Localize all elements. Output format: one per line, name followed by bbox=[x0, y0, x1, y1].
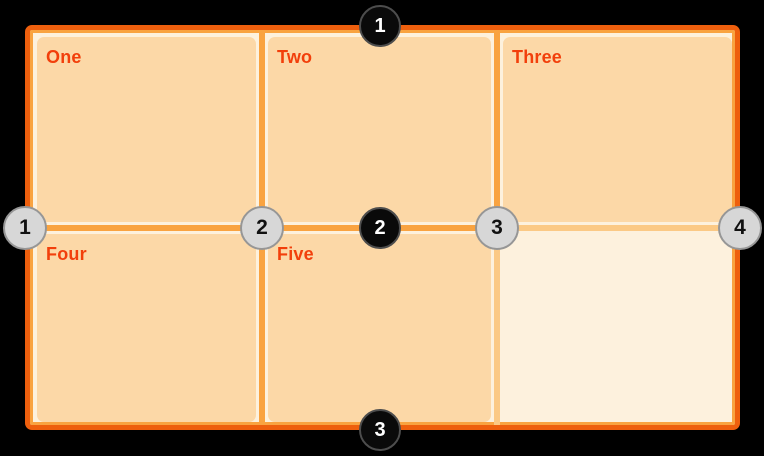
column-line-marker-1: 1 bbox=[3, 206, 47, 250]
column-line-marker-4: 4 bbox=[718, 206, 762, 250]
grid-container: One Two Three Four Five bbox=[25, 25, 740, 430]
row-line-marker-1: 1 bbox=[359, 5, 401, 47]
column-line-number-2: 2 bbox=[256, 216, 268, 239]
row-line-number-2: 2 bbox=[374, 216, 386, 239]
column-line-marker-3: 3 bbox=[475, 206, 519, 250]
row-line-marker-3: 3 bbox=[359, 409, 401, 451]
row-line-marker-2: 2 bbox=[359, 207, 401, 249]
grid-cell-three: Three bbox=[503, 37, 732, 222]
grid-cell-one: One bbox=[37, 37, 256, 222]
column-line-number-3: 3 bbox=[491, 216, 503, 239]
column-line-number-1: 1 bbox=[19, 216, 31, 239]
column-line-3-track-upper bbox=[494, 30, 500, 225]
column-line-3-track-lower bbox=[494, 225, 500, 425]
cell-label-three: Three bbox=[512, 47, 563, 67]
grid-cell-four: Four bbox=[37, 234, 256, 422]
cell-label-four: Four bbox=[46, 244, 87, 264]
cell-label-five: Five bbox=[277, 244, 314, 264]
column-line-number-4: 4 bbox=[734, 216, 746, 239]
cell-label-two: Two bbox=[277, 47, 313, 67]
row-line-2-track-right bbox=[500, 225, 735, 231]
grid-cell-five: Five bbox=[268, 234, 491, 422]
row-line-number-3: 3 bbox=[374, 418, 386, 441]
column-line-marker-2: 2 bbox=[240, 206, 284, 250]
row-line-number-1: 1 bbox=[374, 14, 386, 37]
cell-label-one: One bbox=[46, 47, 82, 67]
grid-cell-two: Two bbox=[268, 37, 491, 222]
